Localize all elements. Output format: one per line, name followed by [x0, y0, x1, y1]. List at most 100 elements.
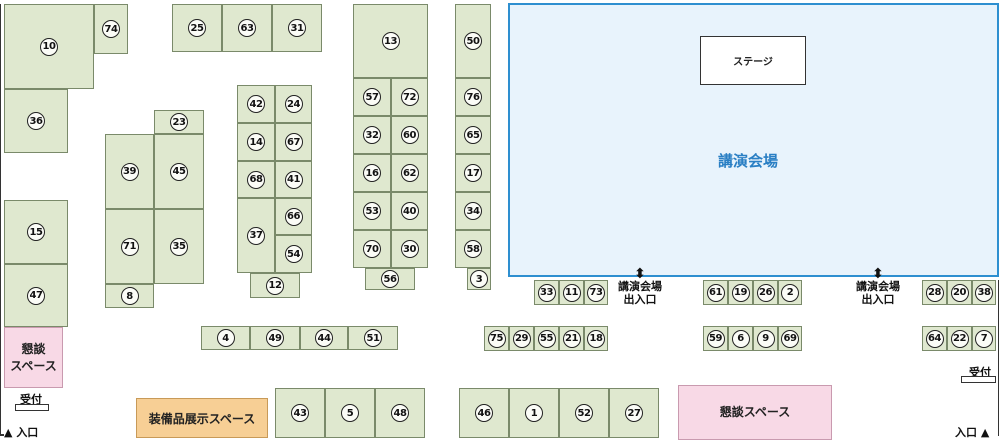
booth-65[interactable]: 65: [455, 116, 491, 154]
booth-25[interactable]: 25: [172, 4, 222, 52]
booth-number: 19: [731, 283, 750, 302]
booth-72[interactable]: 72: [391, 78, 428, 116]
booth-74[interactable]: 74: [94, 4, 128, 54]
reception-label-left: 受付: [20, 393, 42, 406]
booth-number: 55: [537, 329, 556, 348]
booth-15[interactable]: 15: [4, 200, 68, 264]
booth-70[interactable]: 70: [353, 230, 391, 268]
booth-44[interactable]: 44: [300, 326, 348, 350]
booth-29[interactable]: 29: [509, 326, 534, 351]
booth-number: 50: [464, 32, 482, 50]
booth-11[interactable]: 11: [559, 280, 584, 305]
booth-number: 62: [400, 164, 419, 182]
booth-7[interactable]: 7: [972, 326, 996, 351]
booth-67[interactable]: 67: [275, 123, 312, 161]
booth-27[interactable]: 27: [609, 388, 659, 438]
booth-18[interactable]: 18: [584, 326, 608, 351]
booth-52[interactable]: 52: [559, 388, 609, 438]
entrance-label: 入口: [16, 426, 39, 439]
lecture-hall-label: 講演会場: [718, 152, 779, 170]
booth-5[interactable]: 5: [325, 388, 375, 438]
booth-number: 4: [216, 329, 235, 347]
booth-55[interactable]: 55: [534, 326, 559, 351]
booth-number: 11: [562, 283, 581, 302]
booth-61[interactable]: 61: [703, 280, 728, 305]
booth-63[interactable]: 63: [222, 4, 272, 52]
booth-3[interactable]: 3: [467, 268, 491, 290]
booth-73[interactable]: 73: [584, 280, 608, 305]
booth-40[interactable]: 40: [391, 192, 428, 230]
booth-number: 42: [247, 95, 265, 113]
booth-2[interactable]: 2: [778, 280, 802, 305]
booth-75[interactable]: 75: [484, 326, 509, 351]
booth-68[interactable]: 68: [237, 161, 275, 198]
booth-35[interactable]: 35: [154, 209, 204, 284]
booth-number: 9: [756, 329, 775, 348]
booth-37[interactable]: 37: [237, 198, 275, 273]
booth-58[interactable]: 58: [455, 230, 491, 268]
booth-number: 74: [102, 20, 120, 38]
booth-30[interactable]: 30: [391, 230, 428, 268]
booth-33[interactable]: 33: [534, 280, 559, 305]
booth-47[interactable]: 47: [4, 264, 68, 327]
booth-43[interactable]: 43: [275, 388, 325, 438]
booth-28[interactable]: 28: [922, 280, 947, 305]
booth-71[interactable]: 71: [105, 209, 154, 284]
booth-1[interactable]: 1: [509, 388, 559, 438]
booth-number: 72: [400, 88, 419, 106]
booth-17[interactable]: 17: [455, 154, 491, 192]
lounge-label-line2: スペース: [10, 358, 57, 373]
booth-34[interactable]: 34: [455, 192, 491, 230]
booth-31[interactable]: 31: [272, 4, 322, 52]
booth-number: 57: [363, 88, 381, 106]
booth-57[interactable]: 57: [353, 78, 391, 116]
booth-48[interactable]: 48: [375, 388, 425, 438]
booth-4[interactable]: 4: [201, 326, 250, 350]
booth-23[interactable]: 23: [154, 110, 204, 134]
booth-41[interactable]: 41: [275, 161, 312, 198]
booth-8[interactable]: 8: [105, 284, 154, 308]
booth-number: 52: [575, 404, 593, 422]
booth-26[interactable]: 26: [753, 280, 778, 305]
booth-38[interactable]: 38: [972, 280, 996, 305]
booth-number: 69: [781, 329, 799, 348]
booth-number: 14: [247, 133, 265, 151]
booth-6[interactable]: 6: [728, 326, 753, 351]
booth-20[interactable]: 20: [947, 280, 972, 305]
booth-16[interactable]: 16: [353, 154, 391, 192]
booth-32[interactable]: 32: [353, 116, 391, 154]
booth-19[interactable]: 19: [728, 280, 753, 305]
booth-39[interactable]: 39: [105, 134, 154, 209]
booth-50[interactable]: 50: [455, 4, 491, 78]
booth-number: 40: [400, 202, 419, 220]
booth-69[interactable]: 69: [778, 326, 802, 351]
booth-62[interactable]: 62: [391, 154, 428, 192]
booth-12[interactable]: 12: [250, 273, 300, 298]
booth-45[interactable]: 45: [154, 134, 204, 209]
booth-number: 48: [391, 404, 409, 422]
up-arrow-icon: ▲: [4, 426, 13, 439]
booth-36[interactable]: 36: [4, 89, 68, 153]
booth-60[interactable]: 60: [391, 116, 428, 154]
booth-14[interactable]: 14: [237, 123, 275, 161]
booth-42[interactable]: 42: [237, 85, 275, 123]
booth-54[interactable]: 54: [275, 235, 312, 273]
booth-53[interactable]: 53: [353, 192, 391, 230]
booth-64[interactable]: 64: [922, 326, 947, 351]
booth-66[interactable]: 66: [275, 198, 312, 235]
booth-13[interactable]: 13: [353, 4, 428, 78]
booth-9[interactable]: 9: [753, 326, 778, 351]
booth-21[interactable]: 21: [559, 326, 584, 351]
booth-10[interactable]: 10: [4, 4, 94, 89]
booth-46[interactable]: 46: [459, 388, 509, 438]
booth-76[interactable]: 76: [455, 78, 491, 116]
booth-24[interactable]: 24: [275, 85, 312, 123]
booth-59[interactable]: 59: [703, 326, 728, 351]
booth-number: 61: [706, 283, 725, 302]
booth-56[interactable]: 56: [365, 268, 415, 290]
booth-51[interactable]: 51: [348, 326, 398, 350]
booth-number: 18: [587, 329, 605, 348]
booth-number: 17: [464, 164, 482, 182]
booth-49[interactable]: 49: [250, 326, 300, 350]
booth-22[interactable]: 22: [947, 326, 972, 351]
